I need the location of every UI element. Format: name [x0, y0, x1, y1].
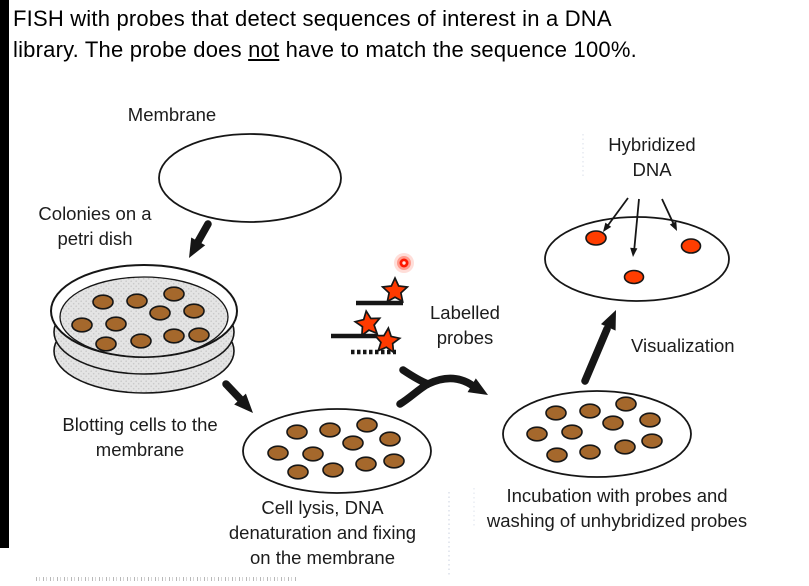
- colony-dot: [545, 405, 567, 421]
- left-edge-bar: [0, 0, 9, 548]
- hybridized-spot: [585, 230, 607, 246]
- petri-colonies: [71, 286, 210, 352]
- colony-dot: [319, 422, 341, 438]
- title-line-1: FISH with probes that detect sequences o…: [13, 6, 612, 31]
- lysed-membrane: [242, 408, 432, 494]
- membrane-ellipse: [158, 133, 342, 223]
- star-icon: [373, 326, 402, 355]
- hybridized-spot: [623, 269, 645, 285]
- colony-dot: [561, 424, 583, 440]
- star-icon: [353, 309, 382, 338]
- membrane-label: Membrane: [127, 104, 217, 125]
- colony-dot: [641, 433, 663, 449]
- hybridized-membrane: [544, 216, 730, 302]
- probe-icon: [331, 309, 382, 339]
- colony-dot: [579, 403, 601, 419]
- colony-dot: [287, 464, 309, 480]
- colony-dot: [383, 453, 405, 469]
- colonies-label: Colonies on a petri dish: [38, 203, 152, 249]
- colony-dot: [356, 417, 378, 433]
- title-line-2: library. The probe does not have to matc…: [13, 37, 637, 62]
- glow-dot-icon: [394, 253, 414, 273]
- colony-dot: [163, 328, 185, 344]
- arrow-probes-to-incubation: [396, 366, 488, 408]
- incubated-membrane: [502, 390, 692, 478]
- arrow-visualization: [581, 310, 616, 385]
- colony-dot: [130, 333, 152, 349]
- colony-dot: [71, 317, 93, 333]
- colony-dot: [546, 447, 568, 463]
- blotting-label: Blotting cells to the membrane: [62, 414, 218, 460]
- colony-dot: [342, 435, 364, 451]
- underlined-word: not: [248, 37, 280, 62]
- colony-dot: [379, 431, 401, 447]
- colony-dot: [188, 327, 210, 343]
- probe-icon: [356, 275, 410, 306]
- colony-dot: [602, 415, 624, 431]
- incubated-colonies: [526, 396, 663, 463]
- colony-dot: [105, 316, 127, 332]
- arrow-dish-to-membrane: [222, 380, 253, 413]
- hybridized-spot: [680, 238, 702, 254]
- incubation-label: Incubation with probes and washing of un…: [486, 485, 748, 531]
- lysed-colonies: [267, 417, 405, 480]
- colony-dot: [126, 293, 148, 309]
- colony-dot: [183, 303, 205, 319]
- arrow-membrane-to-dish: [189, 220, 212, 258]
- petri-dish: [50, 264, 238, 394]
- colony-dot: [579, 444, 601, 460]
- colony-dot: [286, 424, 308, 440]
- colony-dot: [526, 426, 548, 442]
- colony-dot: [639, 412, 661, 428]
- colony-dot: [149, 305, 171, 321]
- colony-dot: [614, 439, 636, 455]
- colony-dot: [355, 456, 377, 472]
- labelled-probes-label: Labelled probes: [430, 302, 500, 348]
- colony-dot: [267, 445, 289, 461]
- star-icon: [380, 275, 410, 304]
- cell-lysis-label: Cell lysis, DNA denaturation and fixing …: [228, 497, 417, 568]
- hybridized-dna-label: Hybridized DNA: [608, 134, 696, 180]
- slide-title: FISH with probes that detect sequences o…: [13, 3, 637, 65]
- footnote-illegible-citation: [36, 577, 298, 581]
- probe-icon: [351, 326, 402, 355]
- colony-dot: [163, 286, 185, 302]
- colony-dot: [302, 446, 324, 462]
- colony-dot: [92, 294, 114, 310]
- colony-dot: [95, 336, 117, 352]
- hybridized-pointer-arrows: [603, 197, 677, 257]
- labelled-probes-icon: [331, 253, 414, 355]
- visualization-label: Visualization: [631, 335, 735, 356]
- colony-dot: [322, 462, 344, 478]
- colony-dot: [615, 396, 637, 412]
